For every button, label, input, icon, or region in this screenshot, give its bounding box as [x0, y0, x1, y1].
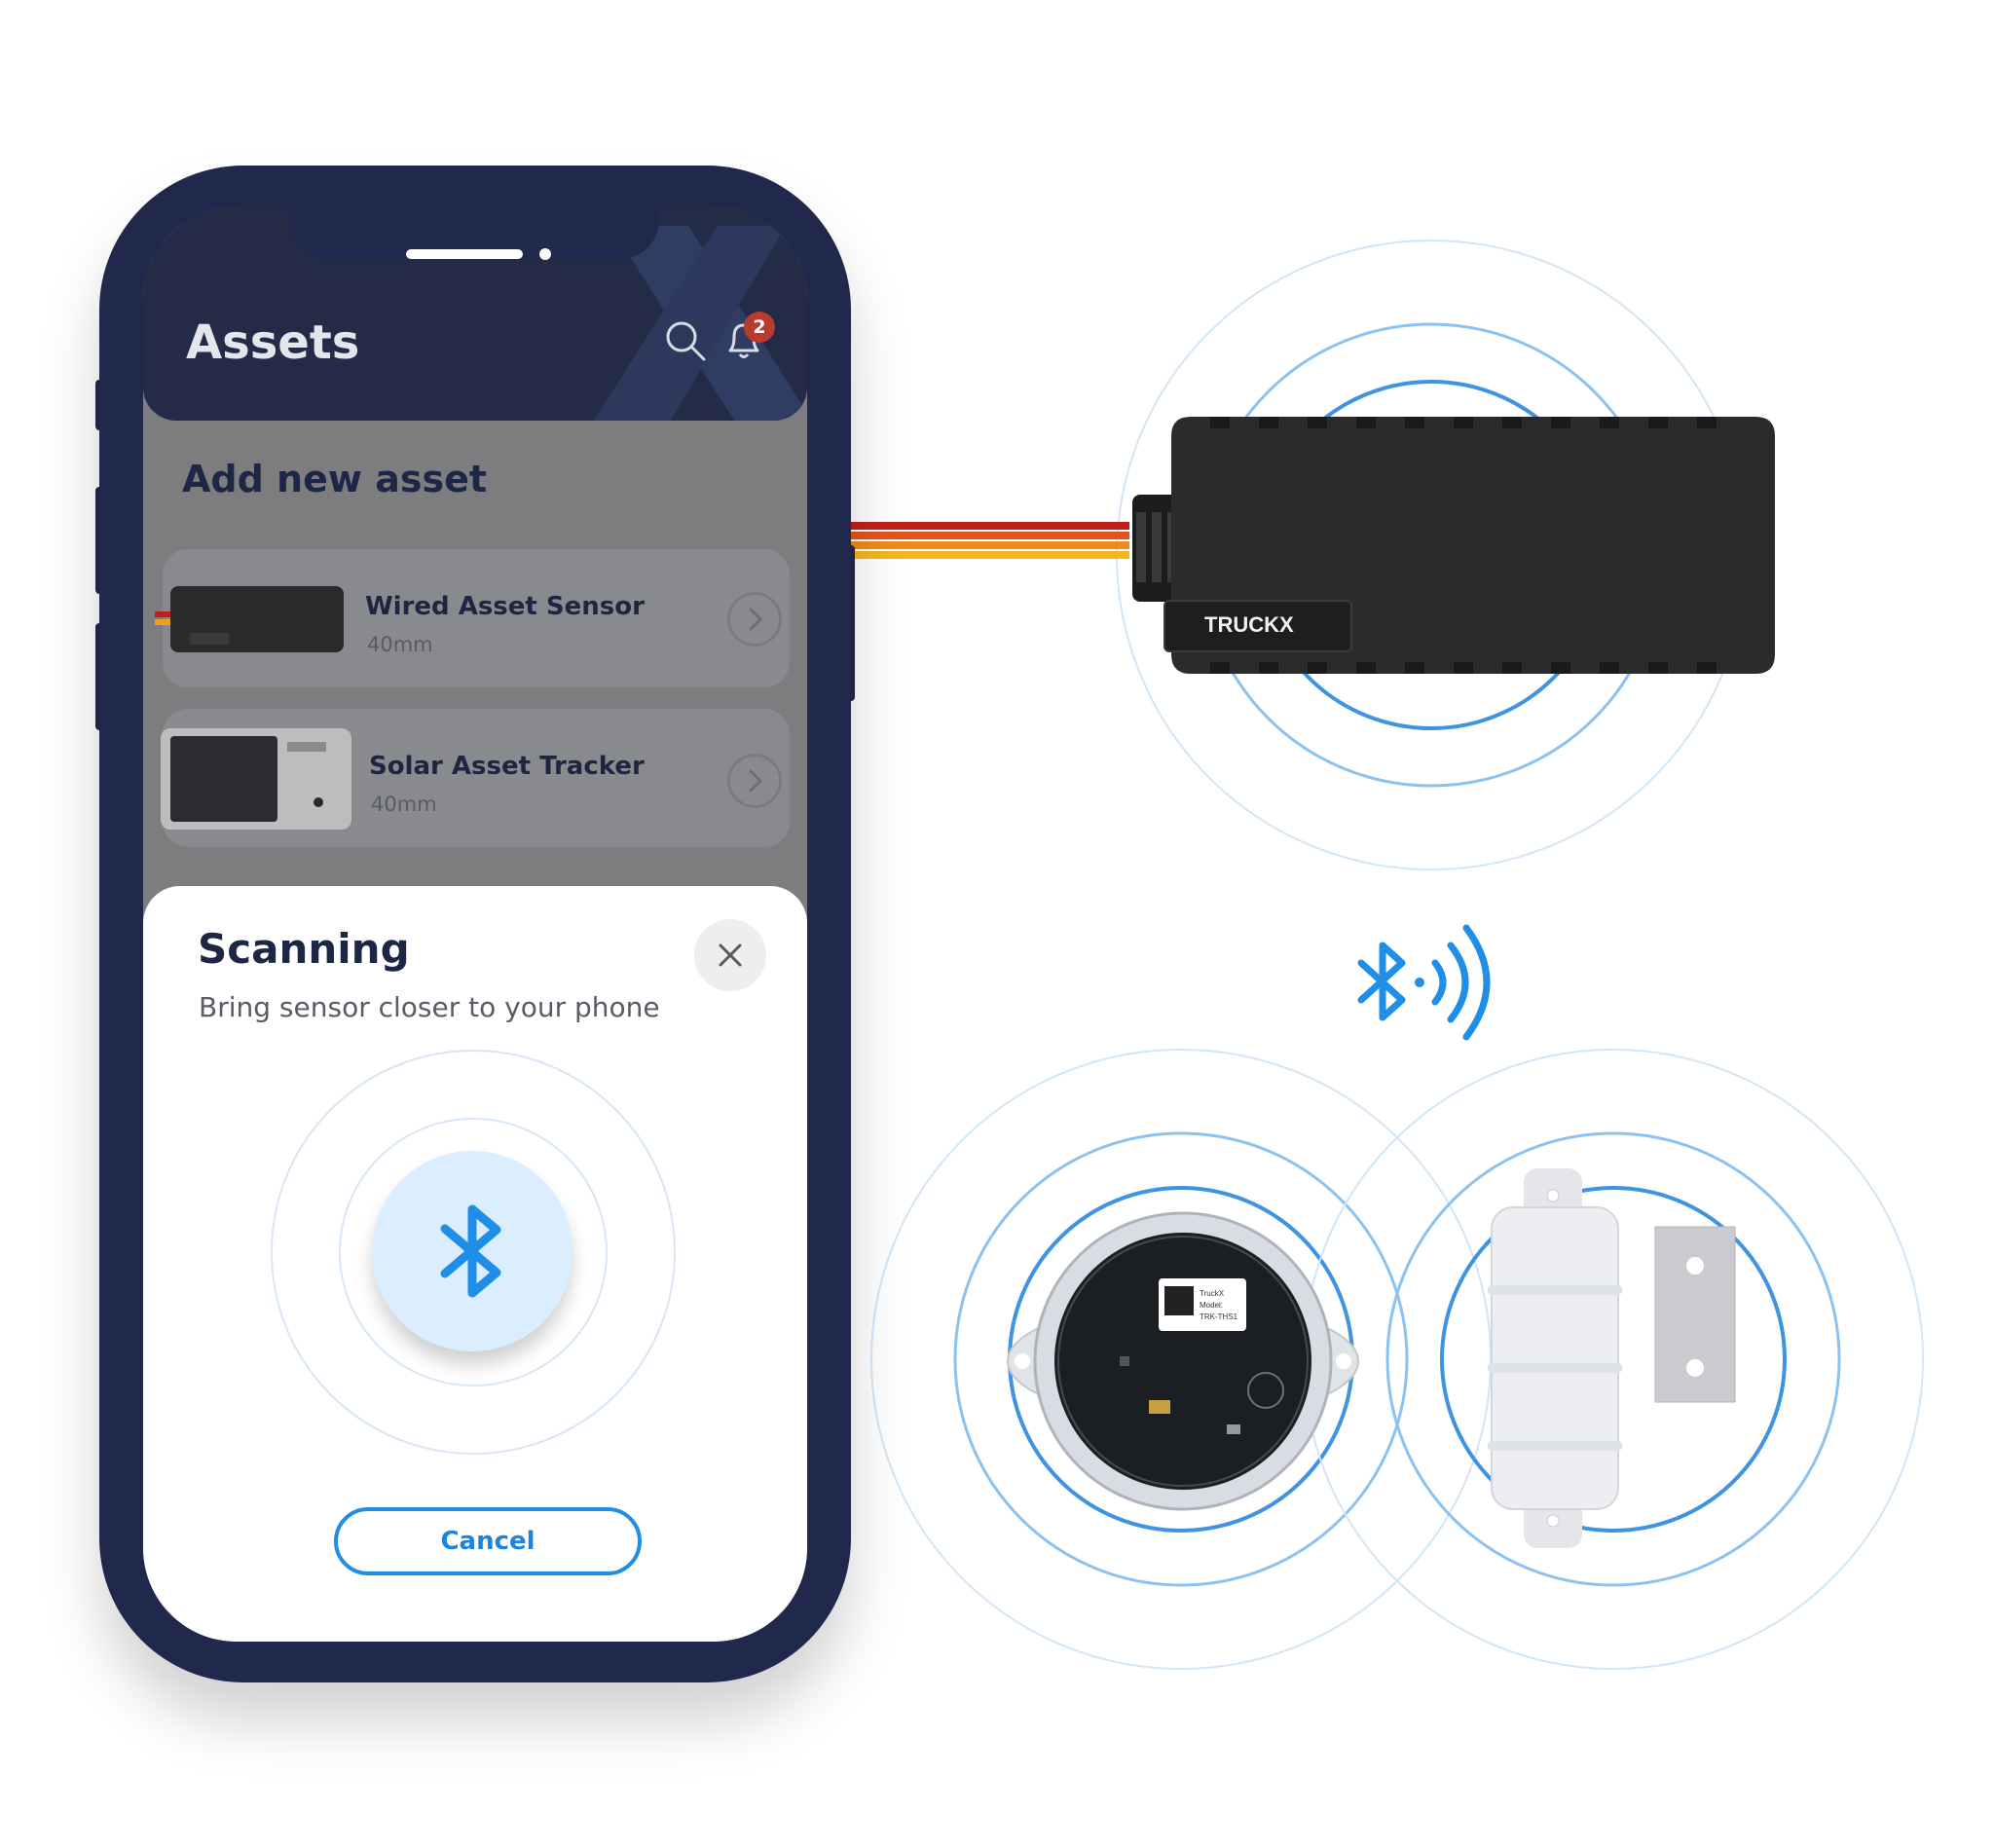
scanning-title: Scanning: [198, 925, 410, 973]
chevron-right-icon[interactable]: [727, 592, 782, 647]
bluetooth-icon: [440, 1204, 501, 1298]
speaker-bar: [406, 249, 523, 259]
asset-card-size: 40mm: [367, 633, 433, 656]
asset-card-title: Wired Asset Sensor: [365, 592, 645, 621]
truckx-brand-label: TRUCKX: [1163, 600, 1352, 652]
svg-text:TRK-THS1: TRK-THS1: [1200, 1312, 1238, 1321]
asset-card-title: Solar Asset Tracker: [369, 752, 645, 781]
notification-badge: 2: [744, 312, 775, 343]
bluetooth-signal-icon: [1357, 924, 1491, 1041]
round-sensor-image: TruckX Model: TRK-THS1: [1007, 1211, 1359, 1511]
solar-tracker-thumbnail: [161, 728, 351, 830]
app-header: Assets 2: [143, 206, 807, 421]
scanning-subtitle: Bring sensor closer to your phone: [199, 991, 660, 1023]
section-title: Add new asset: [182, 458, 488, 500]
scan-ring-outer: [271, 1050, 676, 1455]
close-button[interactable]: [694, 919, 766, 991]
camera-dot: [539, 248, 551, 260]
scanning-bottom-sheet: Scanning Bring sensor closer to your pho…: [143, 886, 807, 1642]
asset-card-solar-tracker[interactable]: Solar Asset Tracker 40mm: [161, 709, 790, 847]
wired-sensor-thumbnail: [155, 586, 344, 652]
door-sensor-image: [1488, 1168, 1736, 1548]
x-watermark-logo: [593, 226, 807, 421]
page-title: Assets: [186, 315, 360, 370]
asset-card-size: 40mm: [371, 793, 437, 816]
scan-ring-inner: [339, 1118, 608, 1386]
bluetooth-scan-button[interactable]: [372, 1151, 572, 1351]
chevron-right-icon[interactable]: [727, 754, 782, 808]
tracker-cable: [837, 522, 1129, 559]
phone-frame: Assets 2 Add new asset Wired Asset Senso…: [99, 166, 851, 1682]
cancel-button[interactable]: Cancel: [334, 1507, 642, 1575]
search-icon[interactable]: [664, 319, 707, 362]
phone-power-button: [847, 545, 855, 701]
close-icon: [719, 943, 742, 967]
svg-text:TruckX: TruckX: [1200, 1289, 1225, 1298]
svg-text:Model:: Model:: [1200, 1301, 1223, 1310]
phone-screen: Assets 2 Add new asset Wired Asset Senso…: [143, 206, 807, 1642]
asset-card-wired-sensor[interactable]: Wired Asset Sensor 40mm: [155, 549, 790, 687]
